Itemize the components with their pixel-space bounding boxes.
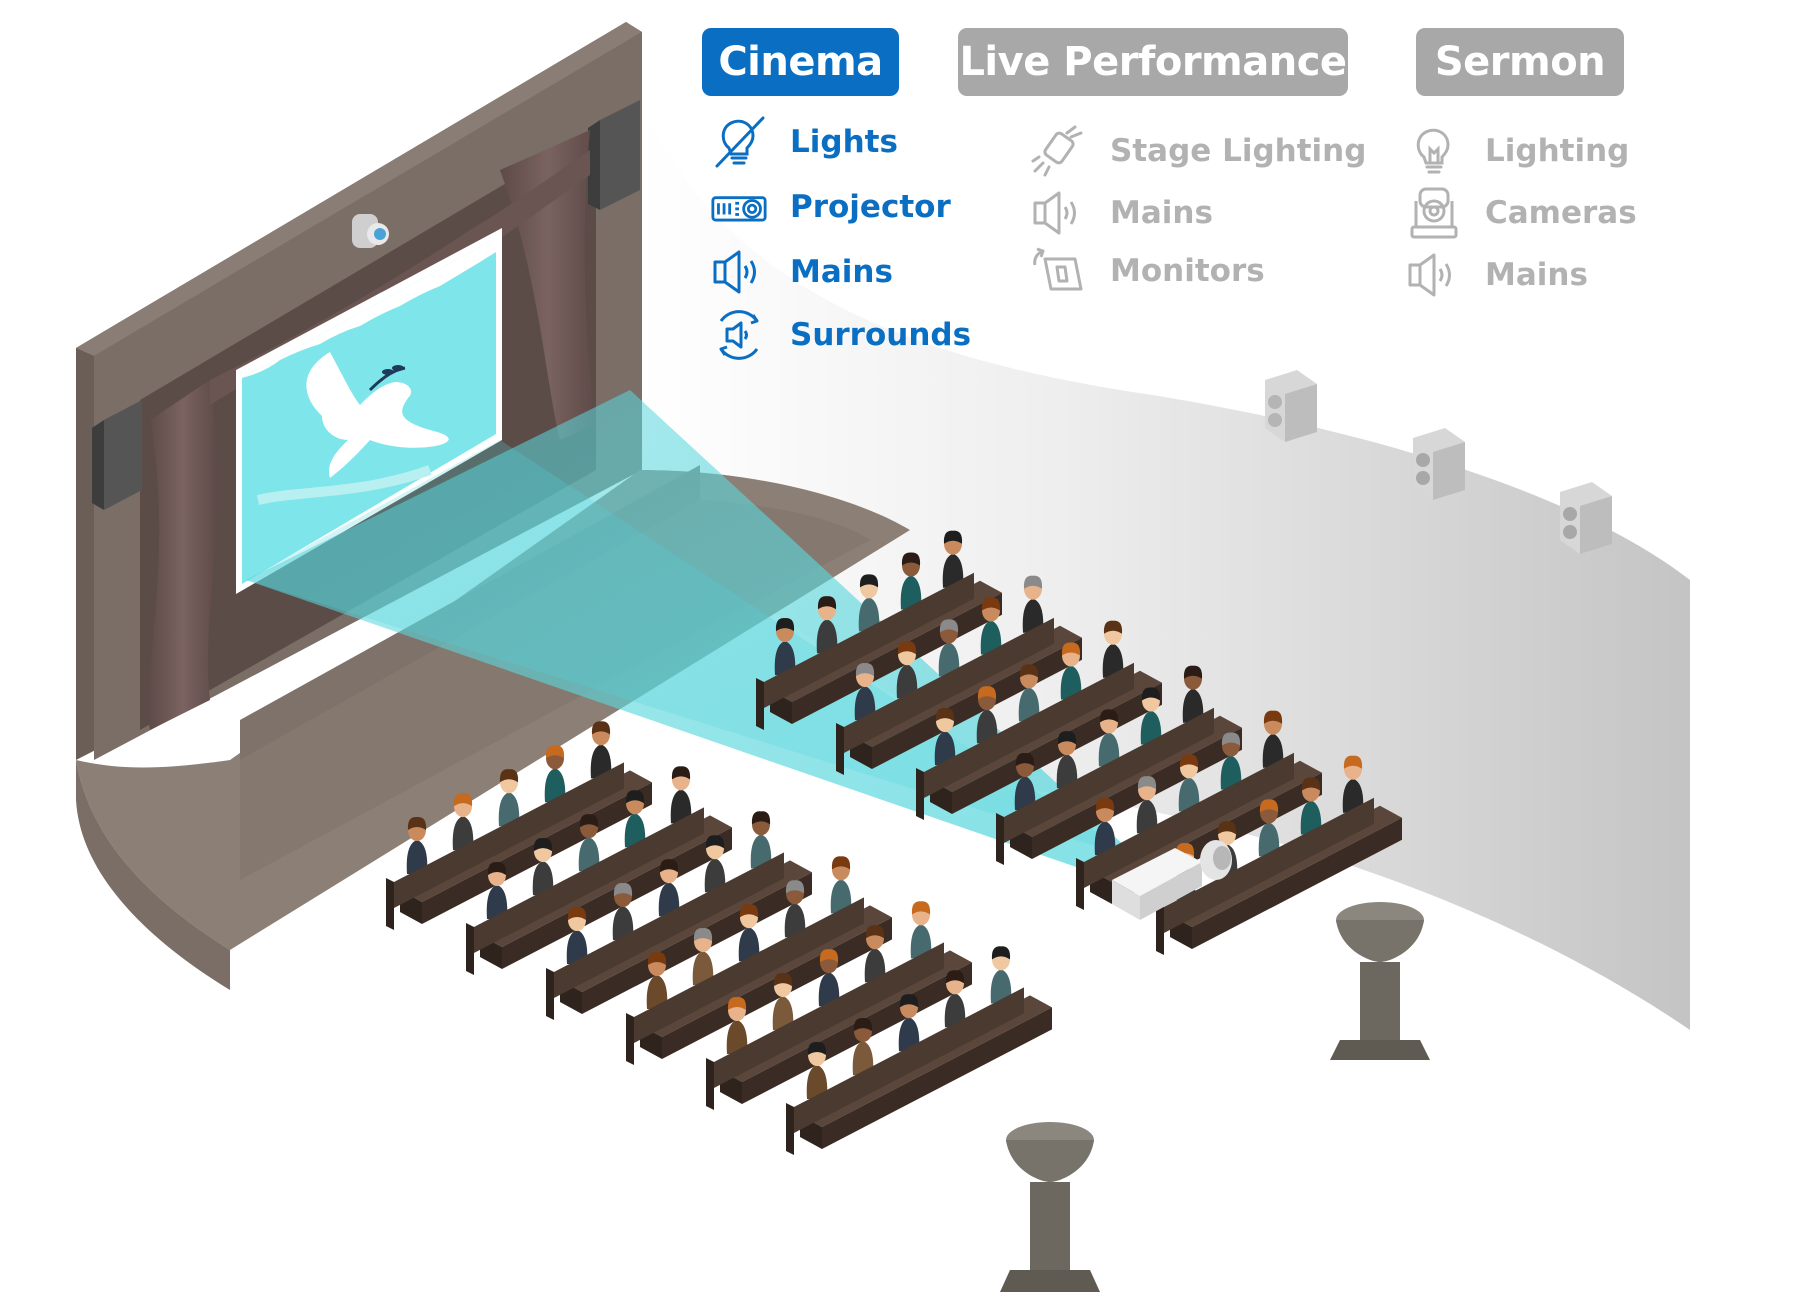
projection-screen <box>236 228 502 594</box>
ptz-camera-icon <box>1405 186 1463 240</box>
pedestal-right <box>1330 902 1430 1060</box>
pew-row <box>1156 755 1402 955</box>
tab-live-performance[interactable]: Live Performance <box>958 28 1348 96</box>
tab-cinema-label: Cinema <box>718 39 883 85</box>
pew-row <box>836 575 1082 775</box>
cinema-item-lights[interactable]: Lights <box>710 115 898 169</box>
live-item-monitors-label: Monitors <box>1110 253 1265 289</box>
sermon-item-cameras[interactable]: Cameras <box>1405 186 1637 240</box>
wall-speakers <box>1265 370 1612 554</box>
cinema-item-projector-label: Projector <box>790 189 951 225</box>
cinema-item-surrounds-label: Surrounds <box>790 317 972 353</box>
live-item-stage-lighting-label: Stage Lighting <box>1110 133 1367 169</box>
live-item-mains[interactable]: Mains <box>1030 186 1213 240</box>
pew-row <box>786 946 1052 1155</box>
pew-row <box>916 620 1162 820</box>
booth-projector <box>1112 840 1232 920</box>
cinema-item-surrounds[interactable]: Surrounds <box>710 308 971 362</box>
side-wall <box>640 95 1690 1030</box>
bulb-icon <box>1405 124 1463 178</box>
pews <box>386 530 1402 1155</box>
projector-beam <box>246 390 1140 878</box>
tab-sermon[interactable]: Sermon <box>1416 28 1624 96</box>
cinema-item-lights-label: Lights <box>790 124 898 160</box>
tab-sermon-label: Sermon <box>1434 39 1606 85</box>
live-item-mains-label: Mains <box>1110 195 1213 231</box>
tab-cinema[interactable]: Cinema <box>702 28 899 96</box>
sermon-item-mains[interactable]: Mains <box>1405 248 1588 302</box>
tab-live-performance-label: Live Performance <box>959 39 1347 85</box>
bulb-off-icon <box>710 115 768 169</box>
spotlight-icon <box>1030 124 1088 178</box>
cinema-item-mains-label: Mains <box>790 254 893 290</box>
cinema-item-projector[interactable]: Projector <box>710 180 951 234</box>
cinema-item-mains[interactable]: Mains <box>710 245 893 299</box>
live-item-monitors[interactable]: Monitors <box>1030 244 1265 298</box>
surround-speaker-icon <box>710 308 768 362</box>
speaker-icon <box>1405 248 1463 302</box>
sermon-item-lighting-label: Lighting <box>1485 133 1630 169</box>
sermon-item-cameras-label: Cameras <box>1485 195 1637 231</box>
pedestal-left <box>1000 1122 1100 1292</box>
speaker-icon <box>710 245 768 299</box>
dove-image <box>306 352 449 478</box>
speaker-icon <box>1030 186 1088 240</box>
stage-monitor-icon <box>1030 244 1088 298</box>
sermon-item-mains-label: Mains <box>1485 257 1588 293</box>
live-item-stage-lighting[interactable]: Stage Lighting <box>1030 124 1366 178</box>
projector-icon <box>710 180 768 234</box>
sermon-item-lighting[interactable]: Lighting <box>1405 124 1629 178</box>
